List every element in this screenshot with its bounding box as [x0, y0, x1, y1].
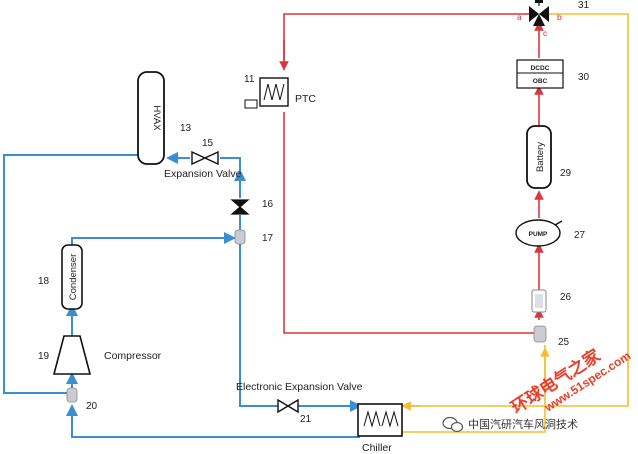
watermark: 环球电气之家 www.51spec.com 中国汽研汽车风洞技术: [442, 345, 633, 433]
label-20: 20: [86, 401, 98, 412]
electronic-expansion-valve-21: Electronic Expansion Valve 21: [236, 381, 363, 425]
hvax-body: [137, 71, 165, 165]
label-15: 15: [202, 138, 214, 149]
port-b: b: [557, 12, 562, 22]
label-11: 11: [244, 74, 255, 85]
label-25: 25: [558, 337, 570, 348]
expansion-valve-icon: [191, 150, 219, 166]
line-to-valve15: [220, 157, 241, 178]
condenser-label: Condenser: [68, 254, 79, 300]
chiller-unit: Chiller: [357, 403, 403, 454]
label-30: 30: [578, 72, 590, 83]
line-ptc-to-junction25: [283, 112, 536, 334]
junction-20: 20: [66, 387, 98, 412]
expansion-valve-label: Expansion Valve: [164, 168, 242, 180]
battery-label: Battery: [535, 142, 546, 172]
compressor-body: [52, 335, 92, 375]
hvax-label: HVAX: [151, 105, 162, 131]
junction-17: 17: [234, 229, 274, 245]
hvax-unit: HVAX 13: [137, 71, 192, 165]
coolant-hot-lines: [279, 13, 544, 334]
pump-unit: PUMP 27: [515, 219, 586, 247]
chiller-body: [357, 403, 403, 437]
port-c: c: [543, 28, 548, 38]
ptc-connector: [244, 99, 258, 109]
chiller-label: Chiller: [362, 442, 392, 454]
pump-label: PUMP: [529, 231, 548, 238]
line-condenser-to-junction17: [71, 237, 236, 245]
sensor-26: 26: [531, 289, 572, 313]
three-way-valve-icon: [529, 6, 549, 26]
line-chiller-to-junction20: [71, 410, 360, 438]
wechat-icon: [442, 416, 464, 433]
junction-17-body: [234, 229, 246, 245]
label-21: 21: [300, 414, 312, 425]
pump-icon: [515, 219, 563, 247]
ptc-unit: 11 PTC: [244, 74, 316, 109]
battery-body: [526, 125, 552, 189]
label-29: 29: [560, 168, 572, 179]
label-31: 31: [578, 0, 590, 11]
label-26: 26: [560, 292, 572, 303]
check-valve-icon: [230, 199, 250, 215]
heater-coil-icon: [263, 83, 285, 101]
junction-20-body: [66, 387, 78, 403]
line-17-to-eev: [239, 244, 278, 407]
junction-25-body: [533, 325, 547, 343]
dcdc-label: DCDC: [531, 65, 550, 72]
ptc-label: PTC: [295, 93, 316, 105]
compressor-unit: 19 Compressor: [38, 335, 162, 375]
check-valve-16: 16: [230, 199, 274, 215]
compressor-label: Compressor: [104, 350, 162, 362]
expansion-valve-15: 15 Expansion Valve: [164, 138, 242, 180]
label-17: 17: [262, 233, 274, 244]
watermark-account: 中国汽研汽车风洞技术: [468, 417, 578, 431]
obc-label: OBC: [533, 78, 548, 85]
label-13: 13: [180, 123, 192, 134]
junction-25: 25: [533, 325, 570, 348]
port-a: a: [517, 12, 522, 22]
expansion-valve-icon: [277, 398, 299, 414]
coolant-warm-lines: [401, 13, 629, 433]
eev-label: Electronic Expansion Valve: [236, 381, 363, 393]
refrigerant-lines: [3, 152, 362, 438]
line-hvax-to-junction20: [3, 154, 140, 394]
condenser-body: [61, 244, 83, 310]
line-valve31b-to-chiller: [402, 13, 629, 407]
line-valve31-to-ptc: [283, 13, 530, 70]
dcdc-obc-body: [516, 59, 564, 89]
condenser-unit: Condenser 18: [38, 244, 83, 310]
label-19: 19: [38, 351, 50, 362]
three-way-valve-31: a b c 31: [517, 0, 590, 38]
label-27: 27: [574, 230, 586, 241]
dcdc-obc-unit: DCDC OBC 30: [516, 59, 590, 89]
label-18: 18: [38, 276, 50, 287]
label-16: 16: [262, 199, 274, 210]
heater-coil-icon: [363, 410, 399, 428]
battery-unit: Battery 29: [526, 125, 572, 189]
